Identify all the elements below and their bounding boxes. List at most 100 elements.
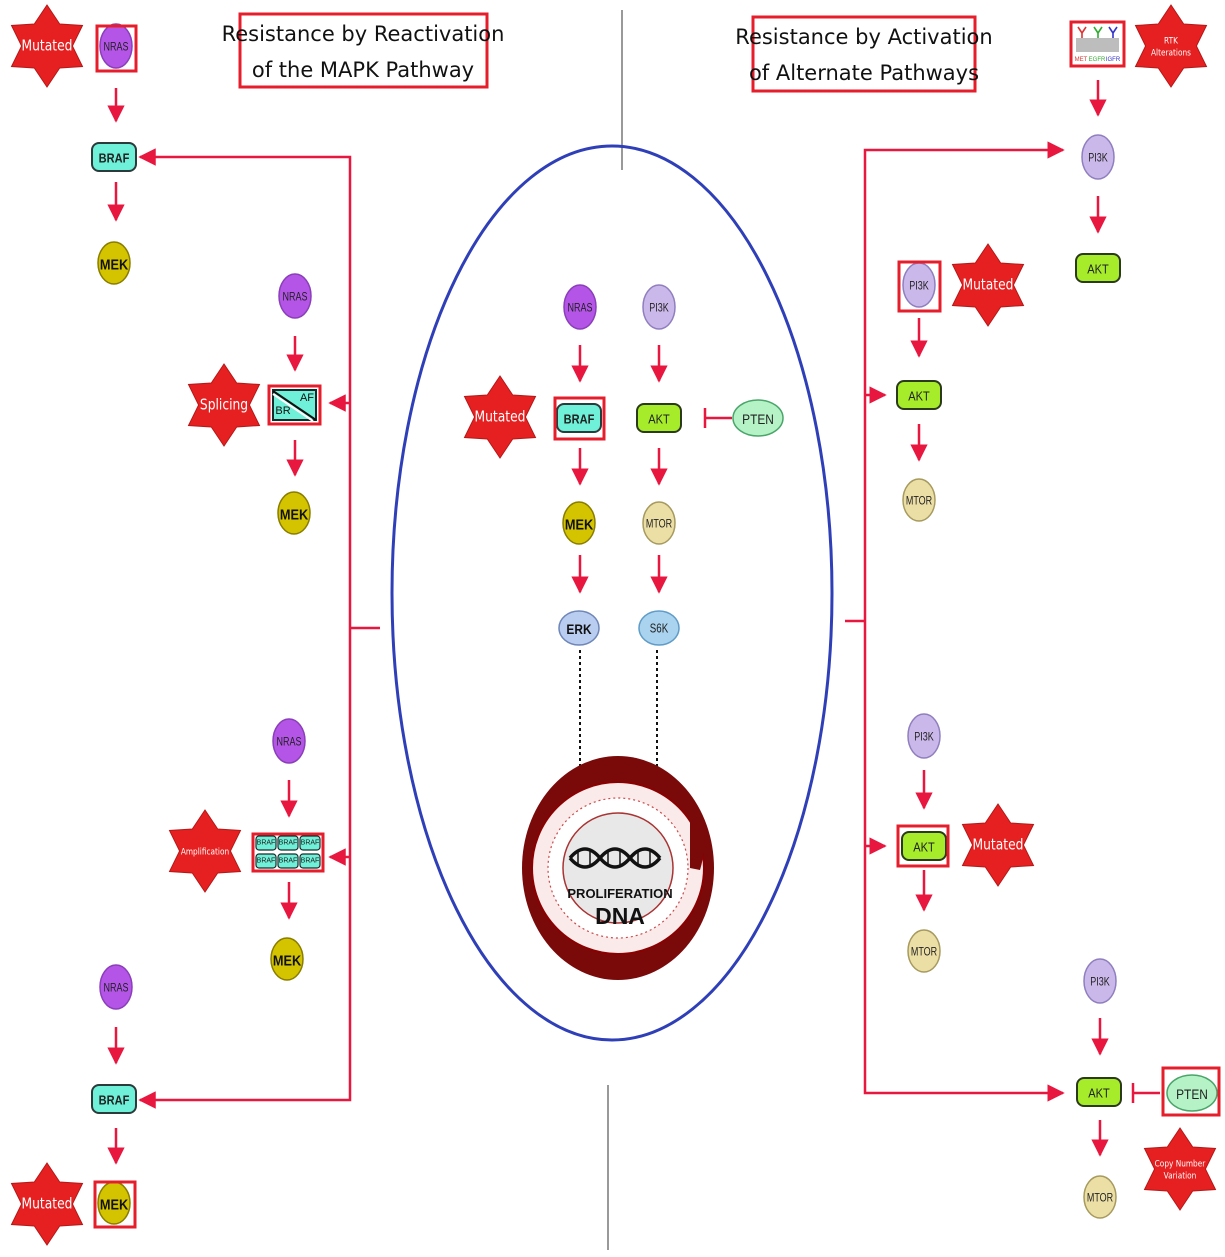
pathway-arrows: [107, 80, 1109, 1165]
dna-helix-icon: [568, 847, 662, 869]
braf-label: BRAF: [99, 150, 130, 165]
braf-splice-variant: BRAF: [267, 384, 322, 426]
nras-label: NRAS: [568, 301, 593, 315]
inhibition-pten-right: [1131, 1083, 1160, 1103]
nras-label: NRAS: [277, 735, 302, 749]
splicing-star: Splicing: [187, 363, 261, 447]
akt-node: AKT: [1076, 1077, 1122, 1107]
left-header-line1: Resistance by Reactivation: [222, 22, 505, 46]
splicing-star-label: Splicing: [200, 396, 248, 413]
nras-node: NRAS: [272, 718, 306, 764]
pten-label: PTEN: [1176, 1086, 1208, 1102]
braf-label: BRAF: [99, 1092, 130, 1107]
mutated-star-mek-label: Mutated: [22, 1195, 73, 1212]
mutated-star-nras-label: Mutated: [22, 37, 73, 54]
mek-node: MEK: [562, 501, 596, 545]
left-header-line2: of the MAPK Pathway: [252, 58, 474, 82]
akt-label: AKT: [1087, 261, 1109, 276]
pi3k-node: PI3K: [1081, 134, 1115, 180]
pi3k-node: PI3K: [1083, 958, 1117, 1004]
pi3k-label: PI3K: [1090, 975, 1109, 989]
rtk-alterations-star-label: Alterations: [1151, 47, 1191, 58]
pi3k-mutated-highlight: [897, 260, 942, 313]
mutated-star-akt-label: Mutated: [973, 836, 1024, 853]
pten-node: PTEN: [732, 399, 784, 437]
inhibition-pten-center: [703, 408, 732, 428]
nras-node: NRAS: [278, 273, 312, 319]
left-header: Resistance by Reactivation of the MAPK P…: [222, 12, 505, 89]
mtor-node: MTOR: [642, 501, 676, 545]
right-header-line2: of Alternate Pathways: [749, 61, 979, 85]
mutated-star-braf-label: Mutated: [475, 408, 526, 425]
amplification-star: Amplification: [168, 809, 242, 893]
akt-label: AKT: [648, 411, 670, 426]
copy-number-variation-star-label: Copy Number: [1155, 1158, 1206, 1169]
pten-cnv-highlight: [1161, 1066, 1221, 1117]
pi3k-label: PI3K: [909, 279, 928, 293]
copy-number-variation-star-label: Variation: [1164, 1170, 1197, 1181]
braf-copy-label: BRAF: [301, 858, 320, 865]
rtk-alterations-star-label: RTK: [1164, 35, 1178, 46]
nras-label: NRAS: [283, 290, 308, 304]
pten-label: PTEN: [742, 411, 774, 427]
nras-mutated-highlight: [95, 24, 138, 73]
left-bracket: [152, 155, 380, 1102]
braf-copy-label: BRAF: [279, 858, 298, 865]
mek-node: MEK: [97, 241, 131, 285]
nras-label: NRAS: [104, 40, 129, 54]
mek-node: MEK: [270, 937, 304, 981]
braf-label: BRAF: [564, 411, 595, 426]
braf-mutated-highlight: [553, 396, 606, 441]
mek-label: MEK: [273, 951, 301, 968]
pi3k-label: PI3K: [649, 301, 668, 315]
mutated-star-pi3k: Mutated: [951, 243, 1025, 327]
mtor-label: MTOR: [646, 517, 673, 531]
right-header: Resistance by Activation of Alternate Pa…: [735, 15, 993, 93]
nras-label: NRAS: [104, 981, 129, 995]
splice-fragment-br: BR: [275, 405, 290, 417]
mutated-star-pi3k-label: Mutated: [963, 276, 1014, 293]
mtor-label: MTOR: [1087, 1191, 1114, 1205]
braf-node: BRAF: [91, 1084, 137, 1114]
nras-node: NRAS: [563, 284, 597, 330]
mek-label: MEK: [280, 505, 308, 522]
mtor-node: MTOR: [1083, 1175, 1117, 1219]
mutated-star-braf: Mutated: [463, 375, 537, 459]
pi3k-label: PI3K: [1088, 151, 1107, 165]
mtor-node: MTOR: [907, 929, 941, 973]
amplification-star-label: Amplification: [181, 846, 229, 857]
braf-copy-label: BRAF: [257, 840, 276, 847]
akt-node: AKT: [1075, 253, 1121, 283]
pi3k-label: PI3K: [914, 730, 933, 744]
erk-label: ERK: [566, 621, 592, 637]
mek-label: MEK: [100, 1195, 128, 1212]
braf-node: BRAF: [556, 403, 602, 433]
mek-node: MEK: [97, 1181, 131, 1225]
nras-node: NRAS: [99, 964, 133, 1010]
akt-label: AKT: [913, 839, 935, 854]
rtk-igf-label: IGFR: [1106, 57, 1121, 63]
pi3k-node: PI3K: [907, 713, 941, 759]
braf-copy-label: BRAF: [301, 840, 320, 847]
akt-mutated-highlight: [896, 824, 950, 868]
s6k-label: S6K: [650, 622, 669, 636]
right-header-line1: Resistance by Activation: [735, 25, 992, 49]
mek-label: MEK: [100, 255, 128, 272]
proliferation-label: PROLIFERATION: [567, 886, 672, 901]
mek-mutated-highlight: [93, 1180, 137, 1229]
nras-node: NRAS: [99, 23, 133, 69]
pi3k-node: PI3K: [642, 284, 676, 330]
akt-label: AKT: [908, 388, 930, 403]
braf-copy-label: BRAF: [257, 858, 276, 865]
mutated-star-akt: Mutated: [961, 803, 1035, 887]
mutated-star-nras: Mutated: [10, 4, 84, 88]
akt-node: AKT: [901, 831, 947, 861]
right-bracket: [845, 148, 1050, 1095]
mtor-label: MTOR: [906, 494, 933, 508]
erk-node: ERK: [558, 610, 600, 646]
